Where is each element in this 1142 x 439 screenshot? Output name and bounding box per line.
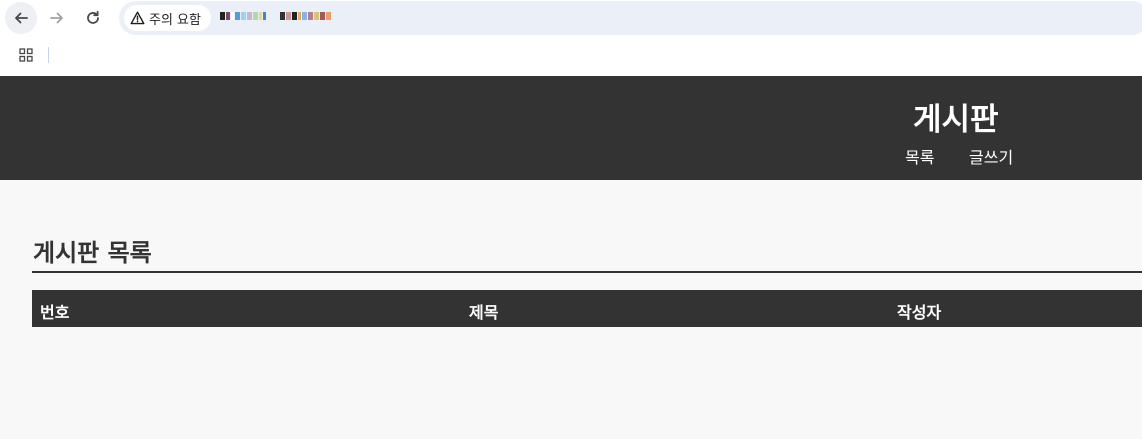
nav-link-list[interactable]: 목록 — [905, 148, 935, 167]
column-header-title: 제목 — [469, 303, 499, 322]
column-header-author: 작성자 — [897, 303, 942, 322]
address-bar[interactable]: 주의 요함 — [119, 1, 1142, 35]
board-table-header: 번호 제목 작성자 — [32, 290, 1142, 327]
arrow-left-icon — [15, 12, 28, 24]
url-text-redacted — [220, 12, 331, 20]
reload-button[interactable] — [77, 2, 109, 34]
apps-grid-icon — [19, 48, 33, 62]
apps-button[interactable] — [12, 44, 40, 66]
back-button[interactable] — [5, 2, 37, 34]
site-title: 게시판 — [913, 102, 999, 138]
reload-icon — [87, 10, 99, 24]
bookmarks-divider — [48, 47, 49, 63]
browser-toolbar: 주의 요함 — [0, 0, 1142, 36]
security-label: 주의 요함 — [149, 12, 201, 28]
forward-button[interactable] — [41, 2, 73, 34]
security-indicator[interactable]: 주의 요함 — [124, 5, 211, 31]
bookmarks-bar — [0, 36, 1142, 76]
nav-link-write[interactable]: 글쓰기 — [969, 148, 1014, 167]
warning-triangle-icon — [130, 11, 145, 25]
site-header: 게시판 목록 글쓰기 — [0, 76, 1142, 180]
column-header-number: 번호 — [40, 303, 70, 322]
heading-divider — [32, 271, 1142, 273]
arrow-right-icon — [50, 12, 63, 24]
page-heading: 게시판 목록 — [33, 239, 152, 267]
